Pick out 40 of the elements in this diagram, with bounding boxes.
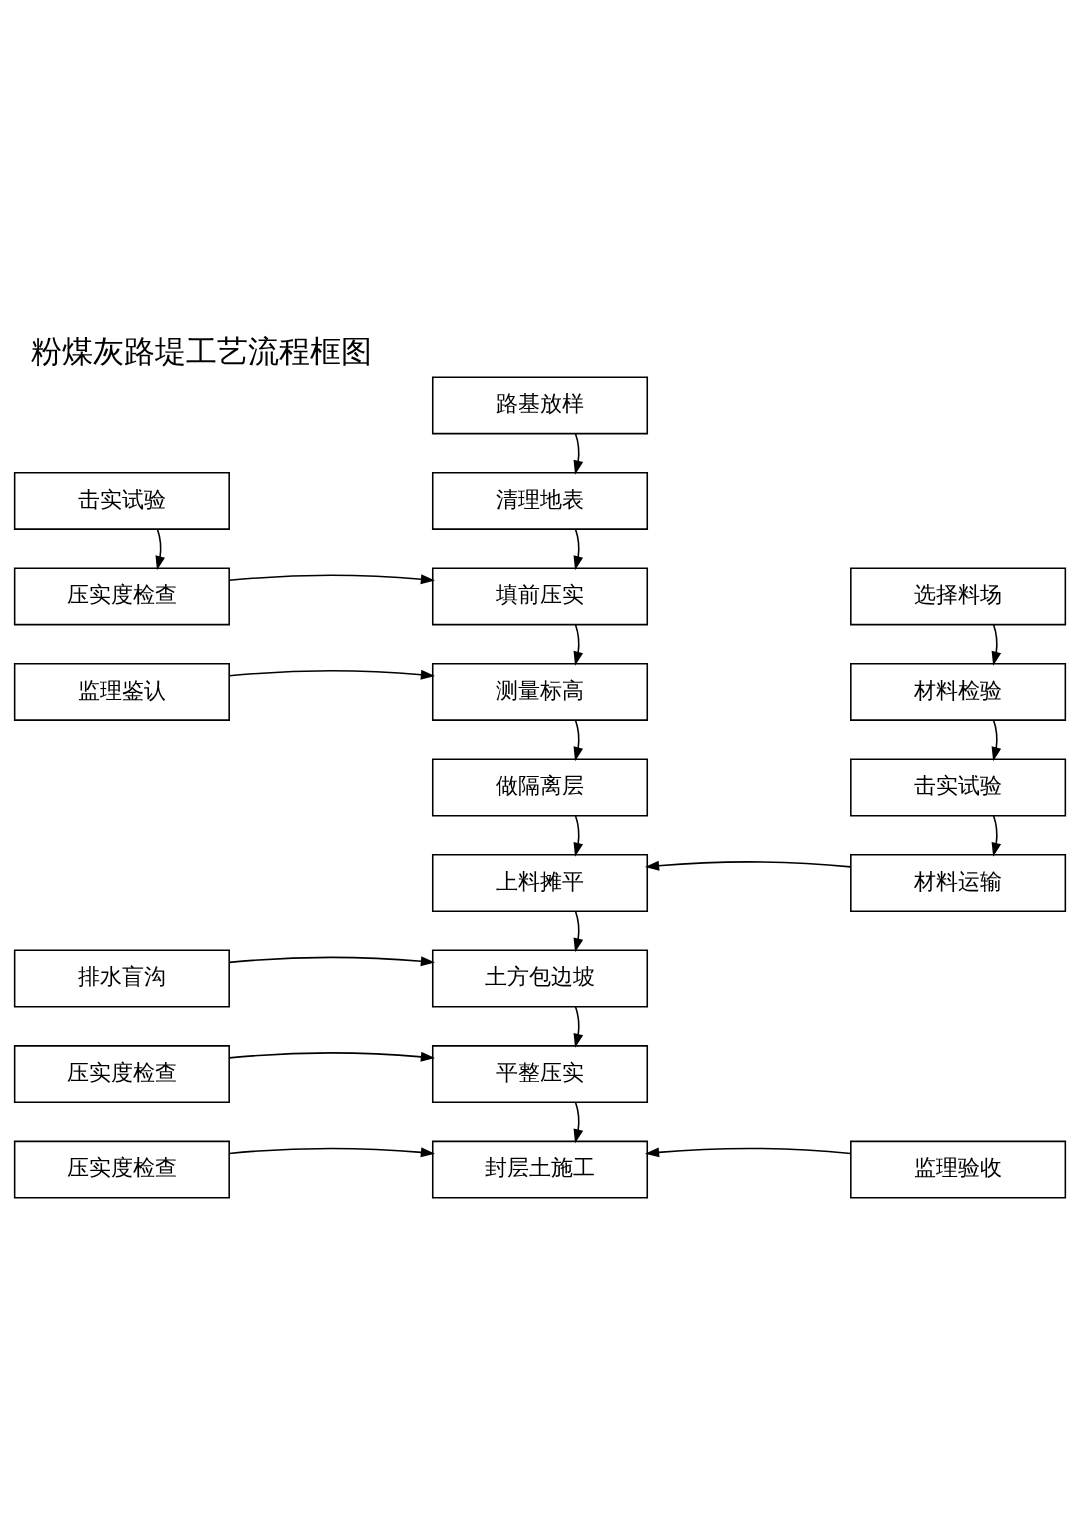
node-box: 材料运输 (850, 853, 1067, 912)
arrow (573, 814, 584, 857)
node-box: 封层土施工 (431, 1140, 649, 1199)
arrow (573, 1101, 584, 1143)
arrow (573, 527, 584, 570)
arrow (991, 719, 1002, 761)
arrow (991, 814, 1002, 857)
arrow (228, 955, 435, 966)
arrow (573, 623, 584, 666)
arrow (228, 1146, 435, 1157)
arrow (228, 669, 435, 680)
node-box: 选择料场 (850, 567, 1067, 625)
arrow (991, 623, 1002, 666)
arrow (228, 1051, 435, 1062)
node-box: 做隔离层 (431, 758, 649, 816)
arrow (228, 573, 435, 584)
diagram-title: 粉煤灰路堤工艺流程框图 (31, 332, 373, 369)
node-box: 击实试验 (850, 758, 1067, 816)
node-box: 材料检验 (850, 662, 1067, 721)
node-box: 监理验收 (850, 1140, 1067, 1199)
arrow (645, 1146, 852, 1157)
node-box: 测量标高 (431, 662, 649, 721)
arrow (645, 860, 852, 871)
arrow (573, 432, 584, 475)
node-box: 击实试验 (13, 471, 230, 530)
node-box: 压实度检查 (13, 1140, 230, 1199)
node-box: 平整压实 (431, 1044, 649, 1103)
arrow (573, 1005, 584, 1048)
node-box: 土方包边坡 (431, 949, 649, 1007)
node-box: 监理鉴认 (13, 662, 230, 721)
node-box: 上料摊平 (431, 853, 649, 912)
arrow (155, 527, 166, 570)
node-box: 路基放样 (431, 375, 649, 434)
node-box: 压实度检查 (13, 1044, 230, 1103)
arrow (573, 719, 584, 761)
node-box: 填前压实 (431, 567, 649, 625)
node-box: 清理地表 (431, 471, 649, 530)
node-box: 压实度检查 (13, 567, 230, 625)
node-box: 排水盲沟 (13, 949, 230, 1007)
arrow (573, 910, 584, 952)
